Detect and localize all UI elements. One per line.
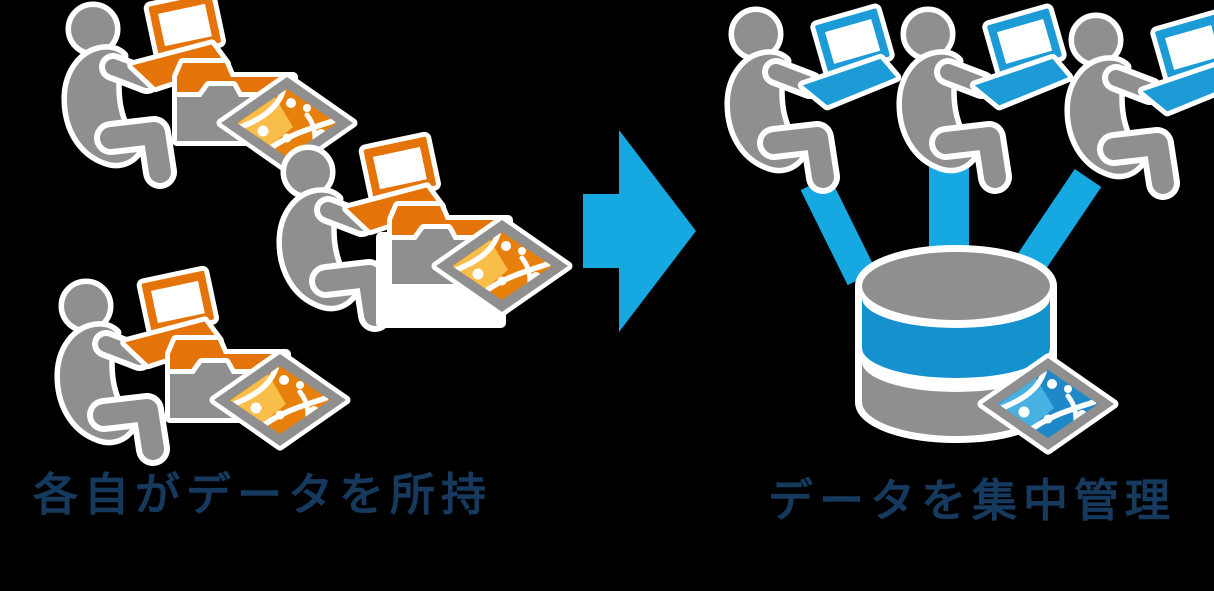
db-top [862, 252, 1050, 320]
left-group [60, 0, 568, 449]
seated-person-icon [282, 150, 375, 315]
right-group [730, 8, 1214, 450]
user-2 [902, 8, 1070, 177]
right-caption: データを集中管理 [768, 475, 1177, 526]
user-1 [730, 8, 898, 177]
connector-line-1 [800, 175, 877, 286]
left-caption: 各自がデータを所持 [33, 469, 493, 520]
transform-arrow-icon [583, 130, 696, 332]
user-3 [1070, 14, 1214, 183]
seated-person-icon [67, 7, 160, 172]
workstation-2 [282, 136, 568, 328]
db-band [862, 298, 1050, 378]
seated-person-icon [60, 284, 153, 449]
